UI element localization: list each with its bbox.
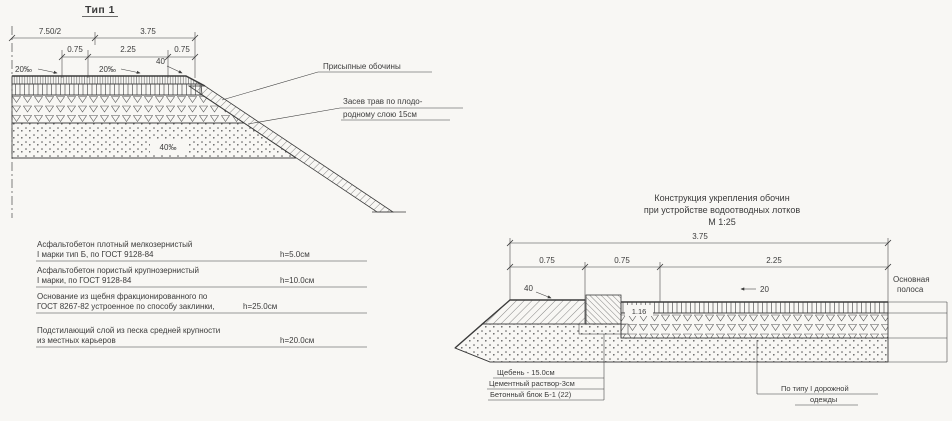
main-lane-continuation-lines xyxy=(887,301,948,363)
spec-4-line1: Подстилающий слой из песка средней крупн… xyxy=(37,326,220,335)
callout-shoulders-label: Присыпные обочины xyxy=(323,62,401,71)
callout-leader-grass xyxy=(247,107,463,125)
embankment-slope-label: 40‰ xyxy=(160,143,177,152)
type-title: Тип 1 xyxy=(85,4,115,16)
spec-2-line2: I марки, по ГОСТ 9128-84 xyxy=(37,276,132,285)
spec-4-thickness: h=20.0см xyxy=(280,336,314,345)
dim-label-edge-strip-left: 0.75 xyxy=(67,45,83,54)
main-lane-label-line2: полоса xyxy=(897,285,924,294)
left-dimension-row-2: 0.75 2.25 0.75 xyxy=(58,45,199,78)
dim-label-seg3: 2.25 xyxy=(766,256,782,265)
dim-extension-lines xyxy=(94,32,196,78)
spec-1-thickness: h=5.0см xyxy=(280,250,310,259)
dim-label-shoulder-total: 3.75 xyxy=(140,27,156,36)
pavement-spec-list: Асфальтобетон плотный мелкозернистый I м… xyxy=(36,240,367,348)
dim-label-block: 1.16 xyxy=(632,307,647,316)
spec-item-1: Асфальтобетон плотный мелкозернистый I м… xyxy=(36,240,367,262)
right-section-geometry xyxy=(454,294,948,363)
section-bottom-line xyxy=(454,347,888,363)
spec-item-4: Подстилающий слой из песка средней крупн… xyxy=(36,326,367,348)
right-dimension-total: 3.75 xyxy=(506,232,892,302)
dim-label-edge-strip-right: 0.75 xyxy=(174,45,190,54)
detail-title-line1: Конструкция укрепления обочин xyxy=(654,193,789,203)
concrete-gutter-block xyxy=(585,294,622,325)
right-dimension-row: 0.75 0.75 2.25 xyxy=(506,256,892,302)
right-callouts: Щебень - 15.0см Цементный раствор-3см Бе… xyxy=(487,334,878,406)
spec-3-line1: Основание из щебня фракционированного по xyxy=(37,292,208,301)
spec-item-3: Основание из щебня фракционированного по… xyxy=(36,292,367,314)
spec-3-thickness: h=25.0см xyxy=(243,302,277,311)
right-small-dims: 40 20 1.16 xyxy=(524,284,769,316)
detail-title-line2: при устройстве водоотводных лотков xyxy=(644,205,800,215)
embankment-surface-line xyxy=(454,299,585,349)
road-surface-line xyxy=(12,75,206,87)
slope-label-shoulder: 40 xyxy=(156,57,165,66)
dim-label-20: 20 xyxy=(760,285,769,294)
callout-pavement-label-line2: одежды xyxy=(810,395,837,404)
slope-value-backplate xyxy=(150,140,187,153)
layer-dense-asphalt xyxy=(11,75,202,85)
slope-label-mid: 20‰ xyxy=(99,65,116,74)
slope-label-left: 20‰ xyxy=(15,65,32,74)
dim-label-half-roadway: 7.50/2 xyxy=(39,27,62,36)
dim-extension-lines xyxy=(584,262,661,302)
callout-pavement-label-line1: По типу I дорожной xyxy=(781,384,849,393)
block-dim-backplate xyxy=(625,305,653,316)
left-callouts: Присыпные обочины Засев трав по плодо- р… xyxy=(221,62,463,125)
callout-rubble-label: Щебень - 15.0см xyxy=(497,368,555,377)
crushed-stone-layer xyxy=(620,312,889,339)
left-slope-labels: 20‰ 20‰ 40 xyxy=(15,57,183,74)
dim-label-seg1: 0.75 xyxy=(539,256,555,265)
callout-grass-label-line2: родному слою 15см xyxy=(343,110,417,119)
slope-arrow-icon xyxy=(120,68,141,74)
left-dimension-row-1: 7.50/2 3.75 xyxy=(8,27,199,78)
layer-porous-asphalt xyxy=(11,83,203,96)
callout-grass-label-line1: Засев трав по плодо- xyxy=(343,97,423,106)
shoulder-strip-surfacing xyxy=(620,301,889,314)
spec-2-line1: Асфальтобетон пористый крупнозернистый xyxy=(37,266,199,275)
dim-extension-lines xyxy=(509,238,889,302)
dim-label-seg2: 0.75 xyxy=(614,256,630,265)
shoulder-fill-wedge xyxy=(480,299,586,325)
dim-label-shoulder-mid: 2.25 xyxy=(120,45,136,54)
spec-item-2: Асфальтобетон пористый крупнозернистый I… xyxy=(36,266,367,288)
detail-scale-label: М 1:25 xyxy=(708,217,736,227)
spec-1-line2: I марки тип Б, по ГОСТ 9128-84 xyxy=(37,250,154,259)
spec-4-line2: из местных карьеров xyxy=(37,336,116,345)
slope-arrow-icon xyxy=(37,68,58,74)
main-lane-label-line1: Основная xyxy=(893,275,930,284)
callout-leader-shoulders xyxy=(221,71,432,101)
dim-extension-lines xyxy=(61,50,169,78)
spec-3-line2: ГОСТ 8267-82 устроенное по способу закли… xyxy=(37,302,215,311)
left-cross-section: Тип 1 7.50/2 3.75 0.75 2.25 0.75 20‰ 20‰… xyxy=(8,4,463,218)
spec-1-line1: Асфальтобетон плотный мелкозернистый xyxy=(37,240,192,249)
spec-2-thickness: h=10.0см xyxy=(280,276,314,285)
right-detail-title: Конструкция укрепления обочин при устрой… xyxy=(644,193,800,227)
dim-label-total: 3.75 xyxy=(692,232,708,241)
slope-arrow-icon xyxy=(166,65,183,74)
dim-label-40: 40 xyxy=(524,284,533,293)
slope-arrow-icon xyxy=(535,291,552,299)
callout-mortar-label: Цементный раствор-3см xyxy=(489,379,575,388)
callout-block-label: Бетонный блок Б-1 (22) xyxy=(490,390,572,399)
right-shoulder-detail: Конструкция укрепления обочин при устрой… xyxy=(454,193,948,406)
